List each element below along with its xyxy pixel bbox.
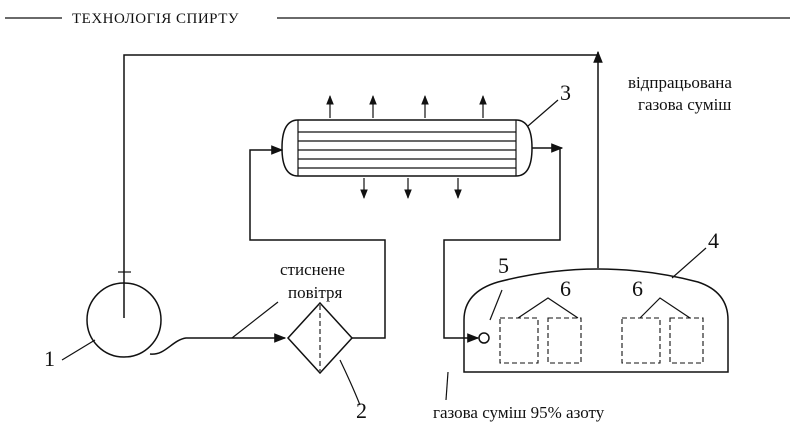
leader-6-left	[517, 297, 579, 319]
number-1: 1	[44, 346, 55, 371]
exchanger-to-tank-pipe	[443, 148, 561, 343]
leader-nitrogen-mixture	[445, 371, 449, 401]
number-5: 5	[498, 253, 509, 278]
container-box	[669, 317, 704, 364]
number-6-left: 6	[560, 276, 571, 301]
leader-6-right	[639, 297, 691, 319]
page-title: ТЕХНОЛОГІЯ СПИРТУ	[72, 11, 239, 27]
label-nitrogen-mixture: газова суміш 95% азоту	[433, 403, 605, 422]
filter-body	[286, 301, 354, 375]
leader-4	[671, 247, 707, 279]
nozzle-5	[478, 332, 490, 344]
compressor-body	[86, 282, 162, 358]
storage-vessel	[463, 247, 729, 373]
container-box	[499, 317, 539, 364]
leader-compressed-air	[231, 301, 279, 339]
heat-exchanger	[281, 95, 564, 199]
label-exhaust-line2: газова суміш	[638, 95, 731, 114]
leader-2	[339, 359, 361, 406]
compressed-air-pipe	[149, 333, 287, 355]
number-6-right: 6	[632, 276, 643, 301]
container-box	[547, 317, 582, 364]
leader-3	[527, 99, 559, 127]
label-compressed-line2: повітря	[288, 283, 342, 302]
number-4: 4	[708, 228, 719, 253]
leader-5	[489, 289, 503, 321]
vessel-body	[463, 268, 729, 373]
label-exhaust-line1: відпрацьована	[628, 73, 732, 92]
number-3: 3	[560, 80, 571, 105]
container-box	[621, 317, 661, 364]
exhaust-return-pipe	[123, 54, 598, 318]
number-2: 2	[356, 398, 367, 423]
page-header: ТЕХНОЛОГІЯ СПИРТУ	[5, 11, 790, 27]
leader-1	[61, 339, 96, 361]
exhaust-gas-line	[118, 50, 603, 318]
label-compressed-line1: стиснене	[280, 260, 345, 279]
filter-to-exchanger-pipe	[249, 145, 386, 339]
filter	[249, 145, 386, 406]
compressor	[61, 282, 287, 361]
